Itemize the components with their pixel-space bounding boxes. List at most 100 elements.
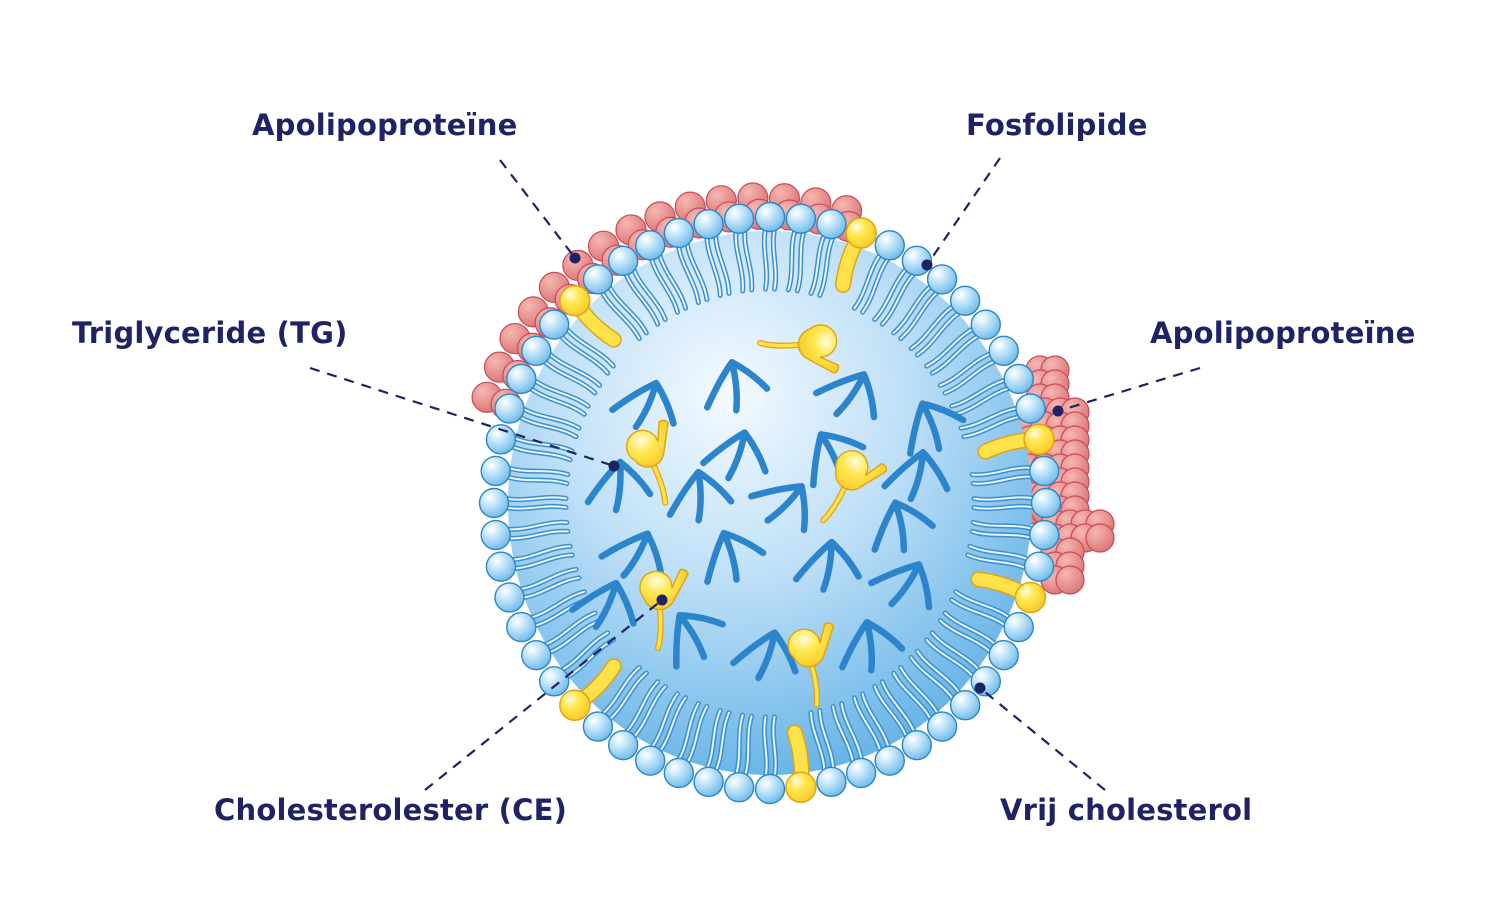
- phospholipid-tail: [931, 631, 981, 672]
- phospholipid-head: [1003, 611, 1034, 643]
- phospholipid-tail: [600, 666, 641, 716]
- phospholipid-head: [663, 757, 695, 789]
- triglyceride-molecule: [748, 482, 809, 534]
- cholesterol-ester-tail: [758, 341, 800, 348]
- phospholipid-head: [970, 309, 1001, 340]
- triglyceride-molecule: [839, 619, 906, 674]
- phospholipid-tail: [734, 714, 744, 776]
- phospholipid-tail: [772, 716, 777, 778]
- phospholipid-tail: [658, 696, 687, 753]
- triglyceride-molecule: [704, 359, 771, 414]
- triglyceride-molecule: [871, 499, 936, 554]
- triglyceride-molecule: [700, 429, 769, 482]
- phospholipid-head: [582, 711, 614, 742]
- phospholipid-tail: [950, 379, 1007, 408]
- triglyceride-chain: [871, 499, 936, 554]
- phospholipid-heads: [478, 201, 1062, 805]
- phospholipid-head: [1023, 551, 1055, 582]
- phospholipid-tail: [624, 272, 659, 326]
- phospholipid-tail: [796, 230, 806, 292]
- phospholipid-tail: [853, 253, 882, 310]
- phospholipid-head: [988, 335, 1019, 367]
- free-cholesterol-head: [785, 771, 817, 803]
- phospholipid-tail: [818, 709, 835, 771]
- phospholipid-tail: [506, 521, 568, 531]
- phospholipid-tail: [787, 229, 797, 291]
- cholesterol-ester-molecule: [639, 568, 689, 651]
- triglyceride-layer: [569, 359, 967, 682]
- phospholipid-tails: [503, 226, 1037, 780]
- phospholipid-head: [506, 363, 537, 395]
- triglyceride-molecule: [730, 629, 799, 682]
- phospholipid-tail: [521, 576, 580, 599]
- phospholipid-tail: [973, 505, 1035, 510]
- triglyceride-chain: [598, 530, 665, 579]
- phospholipid-tail: [547, 352, 601, 387]
- phospholipid-tail: [714, 711, 730, 773]
- leader-cholesterol-ester: [424, 599, 663, 791]
- label-cholesterol-ester: Cholesterolester (CE): [214, 793, 568, 827]
- cholesterol-ester-molecule: [787, 622, 835, 708]
- phospholipid-head: [478, 487, 510, 519]
- phospholipid-head: [970, 666, 1001, 697]
- triglyceride-molecule: [609, 379, 677, 431]
- phospholipid-head: [494, 582, 525, 613]
- triglyceride-molecule: [584, 458, 654, 514]
- phospholipid-head: [539, 666, 570, 697]
- phospholipid-head: [754, 201, 786, 233]
- phospholipid-head: [693, 766, 724, 798]
- phospholipid-tail: [763, 228, 768, 290]
- phospholipid-tail: [899, 666, 940, 716]
- phospholipid-head: [663, 217, 695, 249]
- triglyceride-chain: [792, 538, 862, 593]
- phospholipid-tail: [861, 692, 890, 749]
- cholesterol-ester-tail: [810, 665, 819, 707]
- pointer-dot: [1052, 405, 1064, 417]
- phospholipid-tail: [705, 709, 722, 771]
- leader-apolipoprotein-left: [499, 159, 576, 259]
- triglyceride-chain: [666, 468, 735, 524]
- phospholipid-head: [874, 745, 905, 776]
- triglyceride-chain: [868, 561, 933, 611]
- phospholipid-tail: [950, 598, 1007, 627]
- pointer-dot: [656, 594, 668, 606]
- leader-phospholipid: [926, 157, 1001, 266]
- pointer-dot: [921, 259, 933, 271]
- phospholipid-tail: [971, 530, 1033, 540]
- triglyceride-molecule: [813, 371, 878, 421]
- phospholipid-tail: [565, 327, 615, 368]
- phospholipid-tail: [543, 612, 596, 646]
- phospholipid-head: [874, 230, 905, 261]
- phospholipid-tail: [505, 505, 567, 510]
- phospholipid-head: [494, 393, 525, 424]
- pointer-dot: [608, 460, 620, 472]
- phospholipid-tail: [925, 638, 975, 679]
- phospholipid-tail: [686, 241, 708, 301]
- cholesterol-ester-head: [787, 622, 835, 668]
- triglyceride-chain: [704, 529, 767, 585]
- apolipoprotein-bead: [1085, 523, 1115, 553]
- phospholipid-head: [480, 455, 511, 487]
- triglyceride-chain: [700, 429, 769, 482]
- cholesterol-layer: [559, 217, 1055, 803]
- phospholipid-tail: [910, 656, 955, 701]
- phospholipid-head: [521, 639, 552, 671]
- phospholipid-tail: [510, 445, 572, 461]
- triglyceride-chain: [748, 482, 809, 534]
- phospholipid-head: [926, 711, 958, 742]
- phospholipid-head: [754, 773, 786, 805]
- phospholipid-head: [693, 208, 724, 240]
- phospholipid-tail: [632, 267, 667, 321]
- phospholipid-head: [506, 611, 537, 643]
- phospholipid-tail: [899, 290, 940, 340]
- phospholipid-tail: [600, 290, 641, 340]
- phospholipid-tail: [916, 650, 961, 695]
- phospholipid-tail: [873, 267, 908, 321]
- phospholipid-tail: [968, 545, 1030, 561]
- leader-lines: [309, 157, 1201, 791]
- phospholipid-tail: [624, 680, 659, 734]
- phospholipid-head: [901, 729, 933, 761]
- leader-apolipoprotein-right: [1057, 366, 1201, 413]
- cholesterol-ester-molecule: [625, 419, 669, 506]
- phospholipid-tail: [743, 229, 753, 291]
